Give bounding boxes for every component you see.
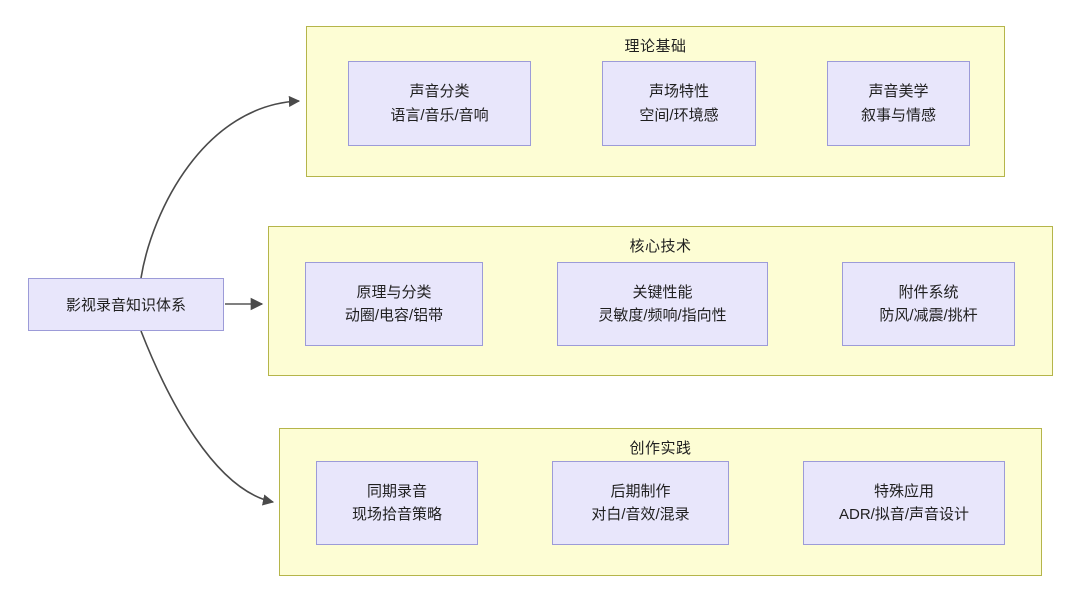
group-title-creative-practice: 创作实践 — [629, 440, 692, 457]
node-g3-special-applications[interactable]: 特殊应用 ADR/拟音/声音设计 — [803, 461, 1005, 545]
group-title-core-tech: 核心技术 — [629, 238, 692, 255]
node-subtitle: 防风/减震/挑杆 — [879, 307, 978, 324]
node-title: 声音美学 — [868, 83, 929, 101]
node-title: 关键性能 — [632, 283, 693, 301]
node-title: 后期制作 — [610, 482, 671, 500]
node-g3-post-production[interactable]: 后期制作 对白/音效/混录 — [552, 461, 729, 545]
root-node[interactable]: 影视录音知识体系 — [28, 278, 224, 331]
node-g2-key-performance[interactable]: 关键性能 灵敏度/频响/指向性 — [557, 262, 768, 346]
node-subtitle: 语言/音乐/音响 — [390, 106, 489, 124]
node-title: 原理与分类 — [356, 283, 432, 301]
node-g2-accessory-system[interactable]: 附件系统 防风/减震/挑杆 — [842, 262, 1015, 346]
node-subtitle: 空间/环境感 — [639, 106, 719, 124]
node-title: 声音分类 — [409, 83, 470, 101]
node-g1-sound-aesthetics[interactable]: 声音美学 叙事与情感 — [827, 61, 970, 146]
node-title: 声场特性 — [648, 83, 709, 101]
node-title: 同期录音 — [366, 482, 427, 500]
node-subtitle: 叙事与情感 — [860, 106, 936, 124]
node-subtitle: 对白/音效/混录 — [591, 506, 690, 523]
node-subtitle: 动圈/电容/铝带 — [344, 307, 444, 324]
node-title: 特殊应用 — [873, 482, 934, 500]
node-subtitle: ADR/拟音/声音设计 — [838, 506, 969, 523]
node-g2-principles-classification[interactable]: 原理与分类 动圈/电容/铝带 — [305, 262, 483, 346]
node-subtitle: 现场拾音策略 — [351, 506, 442, 523]
node-g1-sound-classification[interactable]: 声音分类 语言/音乐/音响 — [348, 61, 531, 146]
node-title: 附件系统 — [898, 283, 959, 301]
node-subtitle: 灵敏度/频响/指向性 — [598, 307, 727, 324]
node-g1-soundfield-character[interactable]: 声场特性 空间/环境感 — [602, 61, 756, 146]
node-g3-production-sound[interactable]: 同期录音 现场拾音策略 — [316, 461, 478, 545]
root-node-label: 影视录音知识体系 — [65, 297, 186, 314]
edge-root-to-group-3 — [140, 330, 275, 506]
group-title-theory: 理论基础 — [624, 38, 687, 55]
